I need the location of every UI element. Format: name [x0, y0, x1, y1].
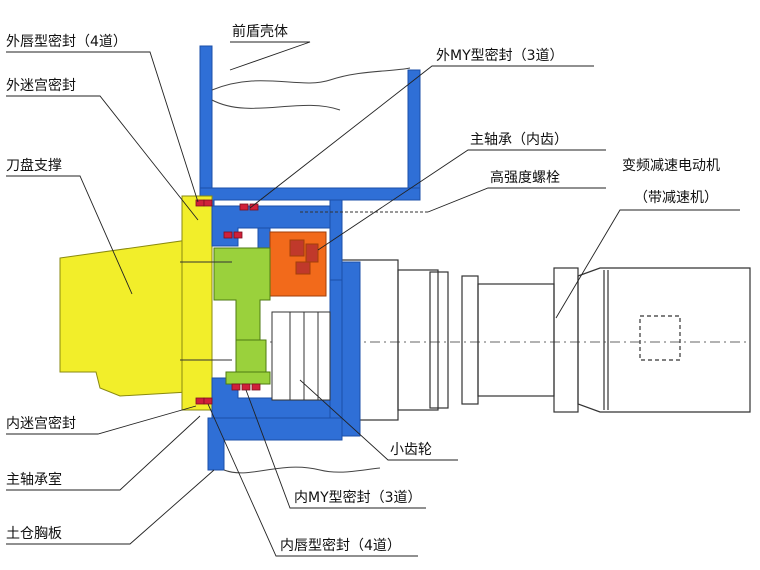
- leader-outer-lip-seal: [6, 51, 199, 203]
- reducer-rib-1: [429, 271, 449, 409]
- label-outer-labyrinth-seal: 外迷宫密封: [6, 78, 76, 94]
- shell-bottom-plate: [207, 417, 343, 471]
- reducer-neck: [477, 283, 555, 397]
- shell-curves: [211, 67, 411, 474]
- leader-outer-labyrinth-seal: [6, 95, 199, 221]
- pinion-lower: [225, 371, 271, 385]
- bearing-roller-2: [295, 261, 311, 275]
- label-main-bearing-housing: 主轴承室: [6, 472, 62, 488]
- leader-main-bearing-housing: [6, 415, 201, 491]
- leader-inner-labyrinth-seal: [6, 405, 197, 435]
- leader-outer-my-seal: [249, 65, 594, 209]
- outer-my-seal-1: [239, 203, 249, 211]
- upper-shell-curve-2: [211, 99, 341, 111]
- inner-lip-seal-2: [203, 397, 213, 405]
- outer-my-seal-2: [249, 203, 259, 211]
- cutterhead-support: [59, 195, 213, 411]
- label-bulkhead: 土仓胸板: [6, 526, 62, 542]
- main-bearing: [269, 231, 327, 297]
- leader-high-strength-bolt: [427, 187, 606, 213]
- shell-left-wall: [199, 45, 213, 191]
- leader-front-shield-shell: [229, 41, 311, 71]
- pinion-body: [271, 311, 331, 401]
- bearing-roller-1: [289, 239, 305, 257]
- label-inner-labyrinth-seal: 内迷宫密封: [6, 416, 76, 432]
- terminal-box: [639, 315, 681, 361]
- label-main-bearing: 主轴承（内齿）: [470, 132, 568, 148]
- bearing-roller-3: [305, 243, 319, 263]
- upper-shell-curve: [211, 67, 411, 91]
- label-front-shield-shell: 前盾壳体: [232, 24, 288, 40]
- inner-lip-seal-1: [195, 397, 205, 405]
- leader-main-bearing: [317, 149, 606, 251]
- reducer-rib-2: [461, 275, 479, 405]
- inner-my-seal-3: [251, 383, 261, 391]
- small-pinion: [271, 311, 331, 401]
- leader-bulkhead: [6, 469, 215, 545]
- inner-my-seal-1: [231, 383, 241, 391]
- front-shield-shell: [199, 45, 421, 471]
- label-small-pinion: 小齿轮: [390, 442, 432, 458]
- label-outer-my-seal: 外MY型密封（3道）: [436, 48, 564, 64]
- label-high-strength-bolt: 高强度螺栓: [490, 170, 560, 186]
- outer-lip-seal-2: [203, 199, 213, 207]
- label-outer-lip-seal: 外唇型密封（4道）: [6, 34, 127, 50]
- leader-inner-lip-seal: [207, 403, 418, 557]
- label-inner-my-seal: 内MY型密封（3道）: [294, 490, 422, 506]
- reducer-body: [397, 269, 439, 411]
- lower-shell-curve: [223, 466, 381, 474]
- pinion-assembly: [213, 247, 271, 385]
- outer-my-seal-3: [223, 231, 233, 239]
- leader-inner-my-seal: [245, 389, 426, 509]
- support-arm: [59, 239, 189, 397]
- label-vfd-motor: 变频减速电动机: [622, 158, 720, 174]
- label-vfd-motor-sub: （带减速机）: [634, 190, 718, 206]
- shell-right-wall: [407, 69, 421, 201]
- leader-cutterhead-support: [6, 175, 133, 295]
- motor-ring: [553, 267, 579, 413]
- support-flange: [181, 195, 213, 411]
- outer-my-seal-4: [233, 231, 243, 239]
- leader-lines: [6, 41, 740, 557]
- motor-body: [577, 267, 751, 413]
- bolts: [180, 211, 428, 361]
- seals: [195, 199, 261, 405]
- leader-vfd-motor: [555, 209, 740, 319]
- leader-small-pinion: [299, 379, 458, 461]
- inner-my-seal-2: [241, 383, 251, 391]
- label-cutterhead-support: 刀盘支撑: [6, 158, 62, 174]
- shell-flange-right: [341, 261, 361, 437]
- label-inner-lip-seal: 内唇型密封（4道）: [280, 538, 401, 554]
- housing-upper: [211, 205, 331, 247]
